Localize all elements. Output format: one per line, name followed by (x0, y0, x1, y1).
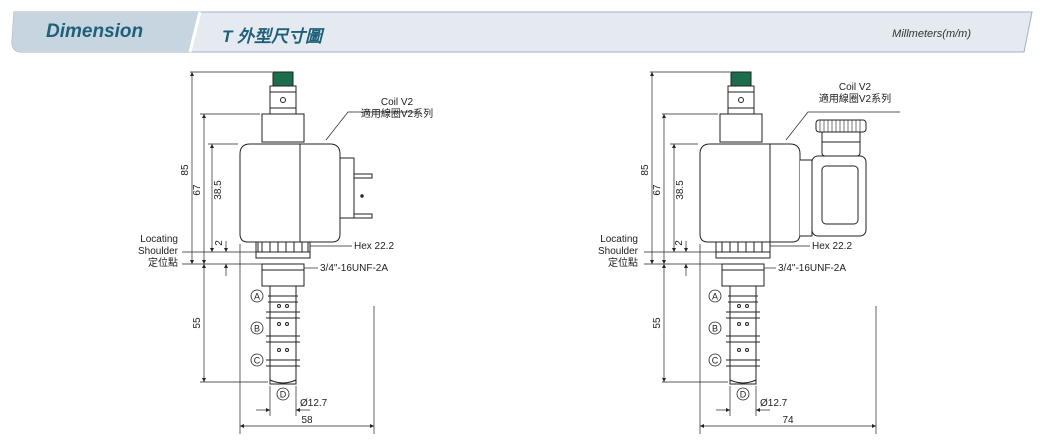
drawing-canvas: Coil V2 適用線圈V2系列 Hex 22.2 3/4"-16UNF-2A … (138, 71, 900, 434)
right-coil-label: Coil V2 (839, 82, 872, 93)
left-port-b: B (254, 324, 260, 334)
left-locating-1: Locating (140, 234, 178, 245)
left-coil-label-cn: 適用線圈V2系列 (361, 107, 433, 120)
right-dim-55: 55 (652, 317, 663, 329)
right-locating-3: 定位點 (608, 256, 638, 269)
right-dim-diameter: Ø12.7 (760, 398, 788, 409)
left-dim-2: 2 (214, 240, 225, 246)
left-port-a: A (254, 292, 260, 302)
right-hex-label: Hex 22.2 (812, 241, 852, 252)
left-coil-cap (272, 71, 294, 87)
right-valve-drawing (644, 71, 900, 434)
left-labels: Coil V2 適用線圈V2系列 Hex 22.2 3/4"-16UNF-2A … (138, 97, 433, 426)
left-hex-label: Hex 22.2 (354, 241, 394, 252)
right-coil-label-cn: 適用線圈V2系列 (819, 92, 891, 105)
right-locating-1: Locating (600, 234, 638, 245)
left-coil-label: Coil V2 (381, 97, 414, 108)
left-thread-label: 3/4"-16UNF-2A (320, 263, 388, 274)
right-locating-2: Shoulder (598, 246, 639, 257)
left-dim-67: 67 (192, 184, 203, 196)
right-port-c: C (712, 356, 719, 366)
right-coil-cap (730, 71, 752, 87)
header-banner: Dimension T 外型尺寸圖 Millmeters(m/m) (0, 0, 1043, 56)
dimension-drawings: Coil V2 適用線圈V2系列 Hex 22.2 3/4"-16UNF-2A … (0, 56, 1043, 442)
section-label: Dimension (46, 21, 144, 42)
units-label: Millmeters(m/m) (892, 28, 971, 40)
left-locating-3: 定位點 (148, 256, 178, 269)
right-dim-2: 2 (674, 240, 685, 246)
right-dim-width: 74 (782, 415, 794, 426)
left-dim-55: 55 (192, 317, 203, 329)
left-port-d: D (280, 390, 287, 400)
right-coil-body (699, 143, 801, 243)
right-port-b: B (712, 324, 718, 334)
right-thread-label: 3/4"-16UNF-2A (778, 263, 846, 274)
left-dim-85: 85 (180, 164, 191, 176)
left-dim-width: 58 (301, 415, 313, 426)
page-title: T 外型尺寸圖 (222, 27, 323, 46)
left-port-c: C (254, 356, 261, 366)
right-labels: Coil V2 適用線圈V2系列 Hex 22.2 3/4"-16UNF-2A … (598, 82, 891, 426)
left-locating-2: Shoulder (138, 246, 179, 257)
right-port-d: D (740, 390, 747, 400)
header-background (11, 11, 1033, 53)
right-dim-85: 85 (640, 164, 651, 176)
left-coil-body (239, 143, 341, 243)
left-valve-drawing (182, 71, 420, 434)
right-port-a: A (712, 292, 718, 302)
left-dim-38-5: 38.5 (213, 180, 224, 200)
left-dim-diameter: Ø12.7 (300, 398, 328, 409)
right-dim-67: 67 (652, 184, 663, 196)
right-dim-38-5: 38.5 (675, 180, 686, 200)
